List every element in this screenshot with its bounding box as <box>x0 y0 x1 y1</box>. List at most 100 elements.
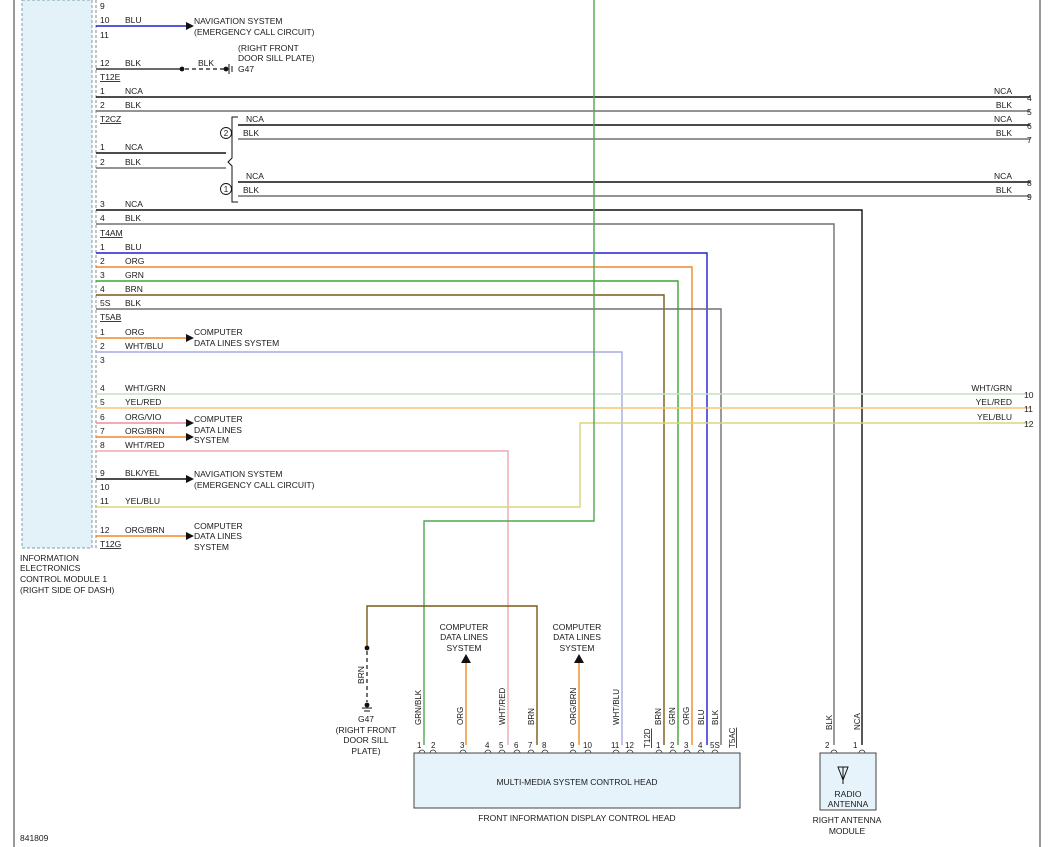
svg-text:2: 2 <box>670 741 675 750</box>
ground-top-dot-2 <box>223 66 229 72</box>
svg-text:2: 2 <box>100 341 105 351</box>
arrow-up-mid <box>461 654 471 663</box>
wire-grnblk-head <box>423 0 595 745</box>
svg-text:10: 10 <box>100 482 110 492</box>
svg-text:10: 10 <box>100 15 110 25</box>
reference-labels: NAVIGATION SYSTEM (EMERGENCY CALL CIRCUI… <box>194 16 601 653</box>
svg-text:NCA: NCA <box>994 171 1012 181</box>
svg-text:BLK: BLK <box>125 298 141 308</box>
svg-text:NCA: NCA <box>853 712 862 730</box>
svg-text:11: 11 <box>100 30 109 40</box>
ground-bottom-labels: BRN G47 (RIGHT FRONT DOOR SILL PLATE) <box>336 666 397 756</box>
svg-text:2: 2 <box>431 741 436 750</box>
connector-t12e: T12E <box>100 72 121 82</box>
connector-t12g: T12G <box>100 539 121 549</box>
head-unit-caption: FRONT INFORMATION DISPLAY CONTROL HEAD <box>478 813 675 823</box>
antenna-caption-1: RIGHT ANTENNA <box>813 815 882 825</box>
svg-text:BLK: BLK <box>996 128 1012 138</box>
connector-ids: T12E T2CZ T4AM T5AB T12G <box>100 72 123 549</box>
svg-text:COMPUTER: COMPUTER <box>194 327 243 337</box>
svg-text:DATA LINES: DATA LINES <box>440 632 488 642</box>
svg-text:8: 8 <box>1027 178 1032 188</box>
svg-text:BLK: BLK <box>198 58 214 68</box>
svg-text:NCA: NCA <box>994 114 1012 124</box>
svg-text:5S: 5S <box>100 298 111 308</box>
svg-text:3: 3 <box>100 355 105 365</box>
svg-text:11: 11 <box>611 741 620 750</box>
head-unit-pin-numbers: 1 2 3 4 5 6 7 8 9 10 11 12 1 2 3 4 5S <box>417 741 720 750</box>
splice-2-circle <box>220 127 232 139</box>
svg-text:ELECTRONICS: ELECTRONICS <box>20 563 81 573</box>
svg-text:BLK: BLK <box>996 185 1012 195</box>
splice-labels: NCA BLK NCA BLK 2 1 <box>224 114 265 195</box>
svg-text:11: 11 <box>100 496 109 506</box>
svg-text:SYSTEM: SYSTEM <box>194 542 229 552</box>
svg-text:3: 3 <box>684 741 689 750</box>
svg-text:YEL/BLU: YEL/BLU <box>125 496 160 506</box>
svg-text:COMPUTER: COMPUTER <box>194 521 243 531</box>
svg-text:BLK: BLK <box>996 100 1012 110</box>
wire-whtred-head <box>96 450 509 745</box>
svg-text:WHT/BLU: WHT/BLU <box>125 341 163 351</box>
svg-text:NAVIGATION SYSTEM: NAVIGATION SYSTEM <box>194 16 282 26</box>
connector-t12d: T12D <box>643 728 652 748</box>
svg-text:12: 12 <box>625 741 634 750</box>
svg-text:BRN: BRN <box>527 708 536 725</box>
svg-text:1: 1 <box>656 741 661 750</box>
svg-text:4: 4 <box>698 741 703 750</box>
svg-text:2: 2 <box>825 741 830 750</box>
svg-text:COMPUTER: COMPUTER <box>553 622 602 632</box>
svg-text:BLU: BLU <box>125 242 142 252</box>
diagram-id: 841809 <box>20 833 49 843</box>
svg-text:6: 6 <box>1027 121 1032 131</box>
svg-text:9: 9 <box>100 1 105 11</box>
svg-text:G47: G47 <box>358 714 374 724</box>
arrow-nav-bot <box>186 475 194 483</box>
svg-text:ORG/BRN: ORG/BRN <box>125 426 165 436</box>
svg-text:BLK/YEL: BLK/YEL <box>125 468 160 478</box>
svg-text:(RIGHT FRONT: (RIGHT FRONT <box>238 43 299 53</box>
svg-text:SYSTEM: SYSTEM <box>194 435 229 445</box>
svg-text:WHT/RED: WHT/RED <box>125 440 165 450</box>
svg-text:ORG/BRN: ORG/BRN <box>569 687 578 725</box>
svg-text:4: 4 <box>485 741 490 750</box>
svg-text:NCA: NCA <box>125 142 143 152</box>
svg-text:SYSTEM: SYSTEM <box>560 643 595 653</box>
svg-text:7: 7 <box>1027 135 1032 145</box>
svg-text:3: 3 <box>100 199 105 209</box>
svg-text:NCA: NCA <box>125 199 143 209</box>
svg-text:WHT/GRN: WHT/GRN <box>971 383 1012 393</box>
svg-text:1: 1 <box>100 86 105 96</box>
wire-blk-antenna <box>96 223 835 745</box>
antenna-pin-labels: 2 1 BLK NCA <box>825 712 862 750</box>
svg-text:GRN: GRN <box>668 707 677 725</box>
svg-text:1: 1 <box>100 327 105 337</box>
svg-text:BRN: BRN <box>654 708 663 725</box>
antenna-icon <box>837 766 849 784</box>
svg-text:10: 10 <box>583 741 592 750</box>
svg-text:7: 7 <box>100 426 105 436</box>
antenna-box-line1: RADIO <box>835 789 862 799</box>
head-unit-title: MULTI-MEDIA SYSTEM CONTROL HEAD <box>496 777 657 787</box>
arrow-data2b <box>186 433 194 441</box>
svg-text:1: 1 <box>224 185 229 194</box>
svg-text:G47: G47 <box>238 64 254 74</box>
svg-text:NCA: NCA <box>246 114 264 124</box>
svg-text:9: 9 <box>1027 192 1032 202</box>
wire-whtblu-head <box>96 351 623 745</box>
wire-org-head <box>96 266 693 745</box>
svg-text:CONTROL MODULE 1: CONTROL MODULE 1 <box>20 574 107 584</box>
svg-text:NCA: NCA <box>994 86 1012 96</box>
svg-text:BLK: BLK <box>711 709 720 725</box>
svg-text:BRN: BRN <box>356 666 366 684</box>
svg-text:INFORMATION: INFORMATION <box>20 553 79 563</box>
svg-text:1: 1 <box>417 741 422 750</box>
svg-text:1: 1 <box>100 142 105 152</box>
svg-text:3: 3 <box>100 270 105 280</box>
wire-grn-head <box>96 280 679 745</box>
wire-blk-head <box>96 308 722 745</box>
connector-t5ac: T5AC <box>728 727 737 748</box>
antenna-caption-2: MODULE <box>829 826 866 836</box>
